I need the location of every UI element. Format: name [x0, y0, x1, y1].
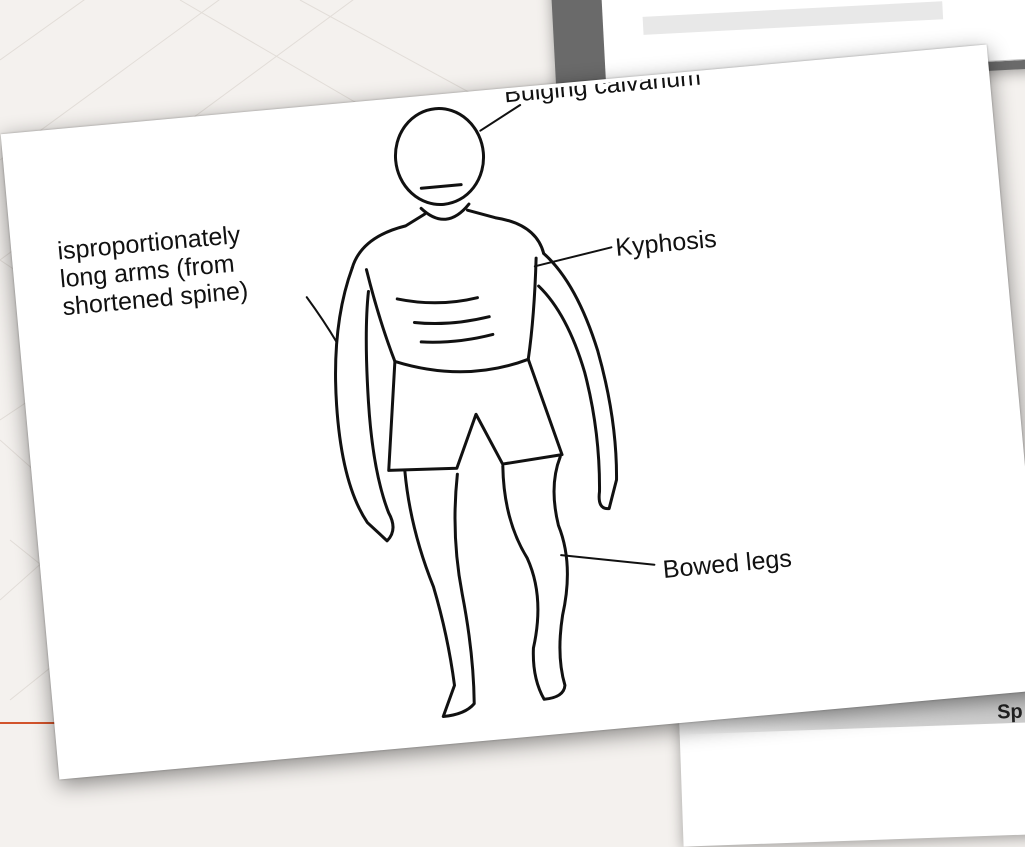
- background-slide-top-bar: [643, 1, 944, 35]
- illustration-card: isproportionately long arms (from shorte…: [1, 44, 1025, 779]
- human-figure-drawing-icon: [1, 44, 1025, 779]
- background-slide-bottom-text: Sp: [997, 701, 1023, 725]
